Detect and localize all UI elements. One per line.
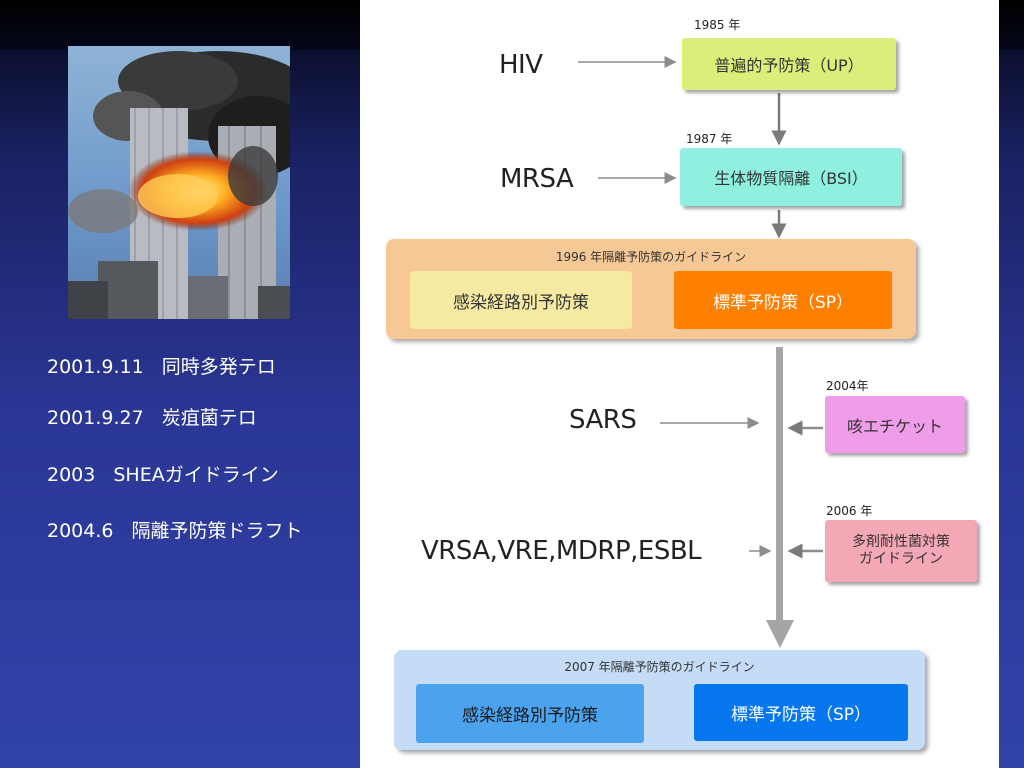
cough-etiquette-box: 咳エチケット bbox=[825, 396, 965, 453]
guideline-2007-transmission-box: 感染経路別予防策 bbox=[416, 684, 644, 743]
wtc-illustration bbox=[68, 51, 290, 319]
hiv-label: HIV bbox=[499, 50, 543, 80]
event-date: 2003 bbox=[47, 464, 96, 486]
guideline-2007-standard-box: 標準予防策（SP） bbox=[694, 684, 908, 741]
guideline-1996-transmission-label: 感染経路別予防策 bbox=[453, 292, 589, 313]
diagram-panel: HIV MRSA SARS VRSA,VRE,MDRP,ESBL 1985 年 … bbox=[360, 0, 999, 768]
event-text: 炭疽菌テロ bbox=[161, 407, 257, 429]
main-timeline-head bbox=[766, 620, 794, 648]
mdr-guideline-line1: 多剤耐性菌対策 bbox=[852, 534, 950, 550]
mdr-guideline-box: 多剤耐性菌対策 ガイドライン bbox=[825, 520, 977, 582]
event-text: 隔離予防策ドラフト bbox=[131, 520, 303, 542]
year-1985: 1985 年 bbox=[694, 18, 741, 32]
bsi-box-label: 生体物質隔離（BSI） bbox=[714, 169, 868, 188]
event-date: 2001.9.27 bbox=[47, 407, 144, 429]
mrsa-label: MRSA bbox=[500, 164, 574, 194]
event-item-3: 2004.6 隔離予防策ドラフト bbox=[47, 516, 303, 543]
guideline-1996-standard-label: 標準予防策（SP） bbox=[712, 292, 854, 313]
vrsa-label: VRSA,VRE,MDRP,ESBL bbox=[421, 536, 702, 566]
sars-label: SARS bbox=[569, 405, 637, 435]
event-date: 2004.6 bbox=[47, 520, 114, 542]
guideline-2007-transmission-label: 感染経路別予防策 bbox=[462, 706, 598, 726]
main-timeline bbox=[776, 347, 783, 622]
guideline-1996-title: 1996 年隔離予防策のガイドライン bbox=[555, 250, 747, 264]
mdr-guideline-line2: ガイドライン bbox=[859, 551, 943, 567]
event-date: 2001.9.11 bbox=[47, 356, 144, 378]
up-box-label: 普遍的予防策（UP） bbox=[714, 56, 864, 75]
event-text: SHEAガイドライン bbox=[113, 464, 279, 486]
year-2006: 2006 年 bbox=[826, 504, 873, 518]
bsi-box: 生体物質隔離（BSI） bbox=[680, 148, 902, 206]
event-item-0: 2001.9.11 同時多発テロ bbox=[47, 352, 276, 379]
guideline-1996-group: 1996 年隔離予防策のガイドライン 感染経路別予防策 標準予防策（SP） bbox=[386, 239, 916, 339]
guideline-2007-title: 2007 年隔離予防策のガイドライン bbox=[564, 660, 755, 674]
year-2004: 2004年 bbox=[826, 379, 869, 393]
diagram-arrows bbox=[578, 56, 823, 648]
guideline-2007-group: 2007 年隔離予防策のガイドライン 感染経路別予防策 標準予防策（SP） bbox=[394, 650, 925, 750]
guideline-2007-standard-label: 標準予防策（SP） bbox=[730, 705, 872, 725]
event-item-2: 2003 SHEAガイドライン bbox=[47, 460, 279, 487]
guideline-1996-standard-box: 標準予防策（SP） bbox=[674, 271, 892, 329]
guideline-1996-transmission-box: 感染経路別予防策 bbox=[410, 271, 632, 329]
up-box: 普遍的予防策（UP） bbox=[682, 38, 896, 90]
event-item-1: 2001.9.27 炭疽菌テロ bbox=[47, 403, 257, 430]
wtc-photo bbox=[68, 46, 290, 319]
event-text: 同時多発テロ bbox=[161, 356, 276, 378]
year-1987: 1987 年 bbox=[686, 132, 733, 146]
cough-etiquette-label: 咳エチケット bbox=[846, 416, 943, 436]
